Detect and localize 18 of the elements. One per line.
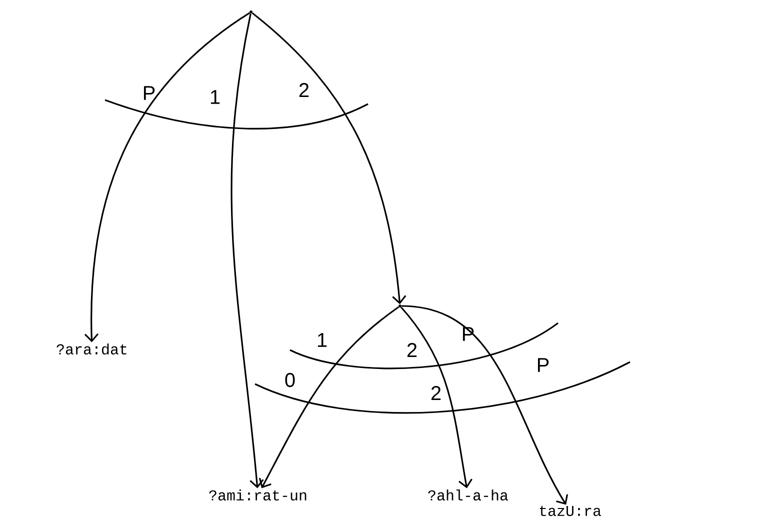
arc-label: 2 [431, 386, 441, 400]
arc-label: P [538, 358, 549, 372]
arrow [230, 14, 264, 488]
word-label: tazU:ra [540, 506, 601, 516]
edge-label: 1 [210, 90, 220, 104]
edge-label: 2 [299, 83, 309, 97]
arrow [400, 306, 472, 488]
arc-label: 0 [285, 372, 295, 388]
arrow [84, 12, 250, 342]
word-label: ?ami:rat-un [209, 490, 306, 500]
word-label: ?ara:dat [56, 343, 126, 355]
edge-label: P [144, 86, 155, 100]
arrow [402, 305, 568, 505]
arrow [252, 12, 406, 304]
word-label: ?ahl-a-ha [428, 490, 508, 500]
edge-label: 2 [407, 343, 417, 357]
arrow [258, 306, 400, 488]
edge-label: 1 [318, 333, 327, 347]
